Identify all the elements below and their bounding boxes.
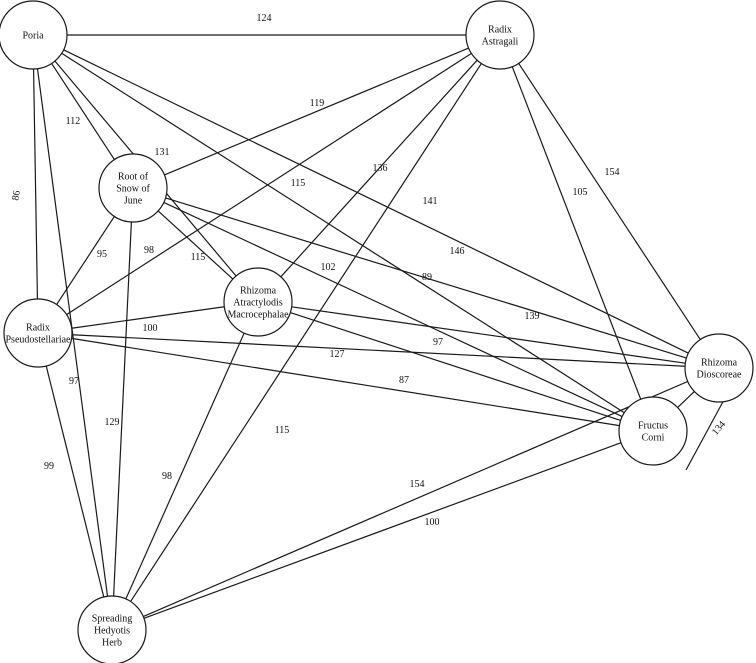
node-poria: Poria xyxy=(0,0,68,70)
edge-label: 154 xyxy=(410,479,425,490)
edge-rhizoma-atractylodis-rhizoma-dioscoreae xyxy=(291,306,686,364)
node-label: Radix xyxy=(26,323,50,334)
edge-label: 127 xyxy=(330,349,345,360)
edge-label: 115 xyxy=(191,252,206,263)
node-label: Macrocephalae xyxy=(227,310,289,321)
node-label: Radix xyxy=(488,25,512,36)
edge-label: 146 xyxy=(450,246,465,257)
edge-poria-radix-pseudostellariae xyxy=(32,68,39,300)
edge-rhizoma-dioscoreae-fructus-corni xyxy=(685,397,726,471)
edge-label: 115 xyxy=(275,425,290,436)
edge-poria-fructus-corni xyxy=(61,52,625,414)
node-circle xyxy=(684,333,754,403)
edge-radix-pseudostellariae-rhizoma-atractylodis xyxy=(71,306,225,329)
edge-label: 136 xyxy=(373,163,388,174)
edge-rhizoma-dioscoreae-spreading-hedyotis-herb xyxy=(142,380,689,618)
edge-rhizoma-atractylodis-spreading-hedyotis-herb xyxy=(125,332,245,600)
edge-rhizoma-atractylodis-fructus-corni xyxy=(290,311,621,422)
edge-label: 129 xyxy=(105,417,120,428)
node-label: Rhizoma xyxy=(701,358,738,369)
node-label: Poria xyxy=(22,31,44,42)
edge-layer xyxy=(32,34,726,619)
node-label: Dioscoreae xyxy=(697,370,743,381)
node-label: Hedyotis xyxy=(94,626,130,637)
edge-label: 141 xyxy=(423,196,438,207)
node-label: Astragali xyxy=(482,37,519,48)
edge-label: 100 xyxy=(143,323,158,334)
edge-poria-rhizoma-dioscoreae xyxy=(63,49,689,354)
node-label: Herb xyxy=(102,638,122,649)
node-label: Rhizoma xyxy=(240,286,277,297)
edge-label: 115 xyxy=(291,178,306,189)
edge-radix-astragali-fructus-corni xyxy=(511,66,642,400)
node-circle xyxy=(223,267,293,337)
edge-poria-root-of-snow-of-june xyxy=(51,63,115,160)
edge-label: 100 xyxy=(425,517,440,528)
edge-label: 105 xyxy=(573,187,588,198)
edge-radix-astragali-radix-pseudostellariae xyxy=(66,52,472,316)
node-circle xyxy=(0,0,68,70)
node-circle xyxy=(77,595,147,663)
edge-rhizoma-dioscoreae-fructus-corni xyxy=(677,391,695,408)
node-circle xyxy=(98,153,168,223)
node-label: Spreading xyxy=(92,614,133,625)
edge-fructus-corni-spreading-hedyotis-herb xyxy=(143,442,622,619)
edge-label: 98 xyxy=(162,471,172,482)
edge-label: 86 xyxy=(10,190,23,202)
edge-label: 99 xyxy=(44,461,54,472)
edge-root-of-snow-of-june-rhizoma-atractylodis xyxy=(157,210,234,280)
edge-label: 134 xyxy=(710,419,728,438)
node-circle xyxy=(618,396,688,466)
node-label: Fructus xyxy=(638,421,668,432)
node-label: Root of xyxy=(118,172,149,183)
edge-radix-pseudostellariae-spreading-hedyotis-herb xyxy=(45,365,105,598)
node-circle xyxy=(3,298,73,368)
edge-root-of-snow-of-june-radix-pseudostellariae xyxy=(56,216,115,305)
edge-label: 131 xyxy=(155,147,170,158)
edge-label: 102 xyxy=(321,262,336,273)
edge-label: 119 xyxy=(310,98,325,109)
node-label: Snow of xyxy=(116,184,150,195)
node-label: Pseudostellariae xyxy=(6,335,72,346)
edge-root-of-snow-of-june-fructus-corni xyxy=(163,201,623,418)
edge-label: 95 xyxy=(97,249,107,260)
edge-label: 89 xyxy=(422,272,432,283)
edge-radix-pseudostellariae-rhizoma-dioscoreae xyxy=(71,334,686,367)
edge-radix-astragali-rhizoma-dioscoreae xyxy=(518,63,701,340)
edge-label: 112 xyxy=(66,116,81,127)
edge-radix-astragali-root-of-snow-of-june xyxy=(164,47,469,176)
edge-label: 124 xyxy=(257,13,272,24)
edge-root-of-snow-of-june-spreading-hedyotis-herb xyxy=(113,221,132,597)
edge-radix-astragali-spreading-hedyotis-herb xyxy=(130,63,482,602)
edge-root-of-snow-of-june-rhizoma-dioscoreae xyxy=(165,197,687,359)
node-label: Corni xyxy=(642,433,665,444)
edge-label: 87 xyxy=(399,375,409,386)
edge-radix-pseudostellariae-fructus-corni xyxy=(71,337,620,427)
edge-label: 97 xyxy=(433,337,443,348)
edge-label: 139 xyxy=(525,311,540,322)
edge-radix-astragali-rhizoma-atractylodis xyxy=(280,59,478,278)
edge-label: 97 xyxy=(69,376,79,387)
edge-label: 98 xyxy=(144,245,154,256)
node-label: June xyxy=(124,196,143,207)
node-label: Atractylodis xyxy=(233,298,283,309)
edge-label-layer: 124 112 86 131 115 141 97 119 98 136 115 105 154 95 11… xyxy=(10,13,728,528)
node-circle xyxy=(465,0,535,70)
edge-label: 154 xyxy=(605,167,620,178)
